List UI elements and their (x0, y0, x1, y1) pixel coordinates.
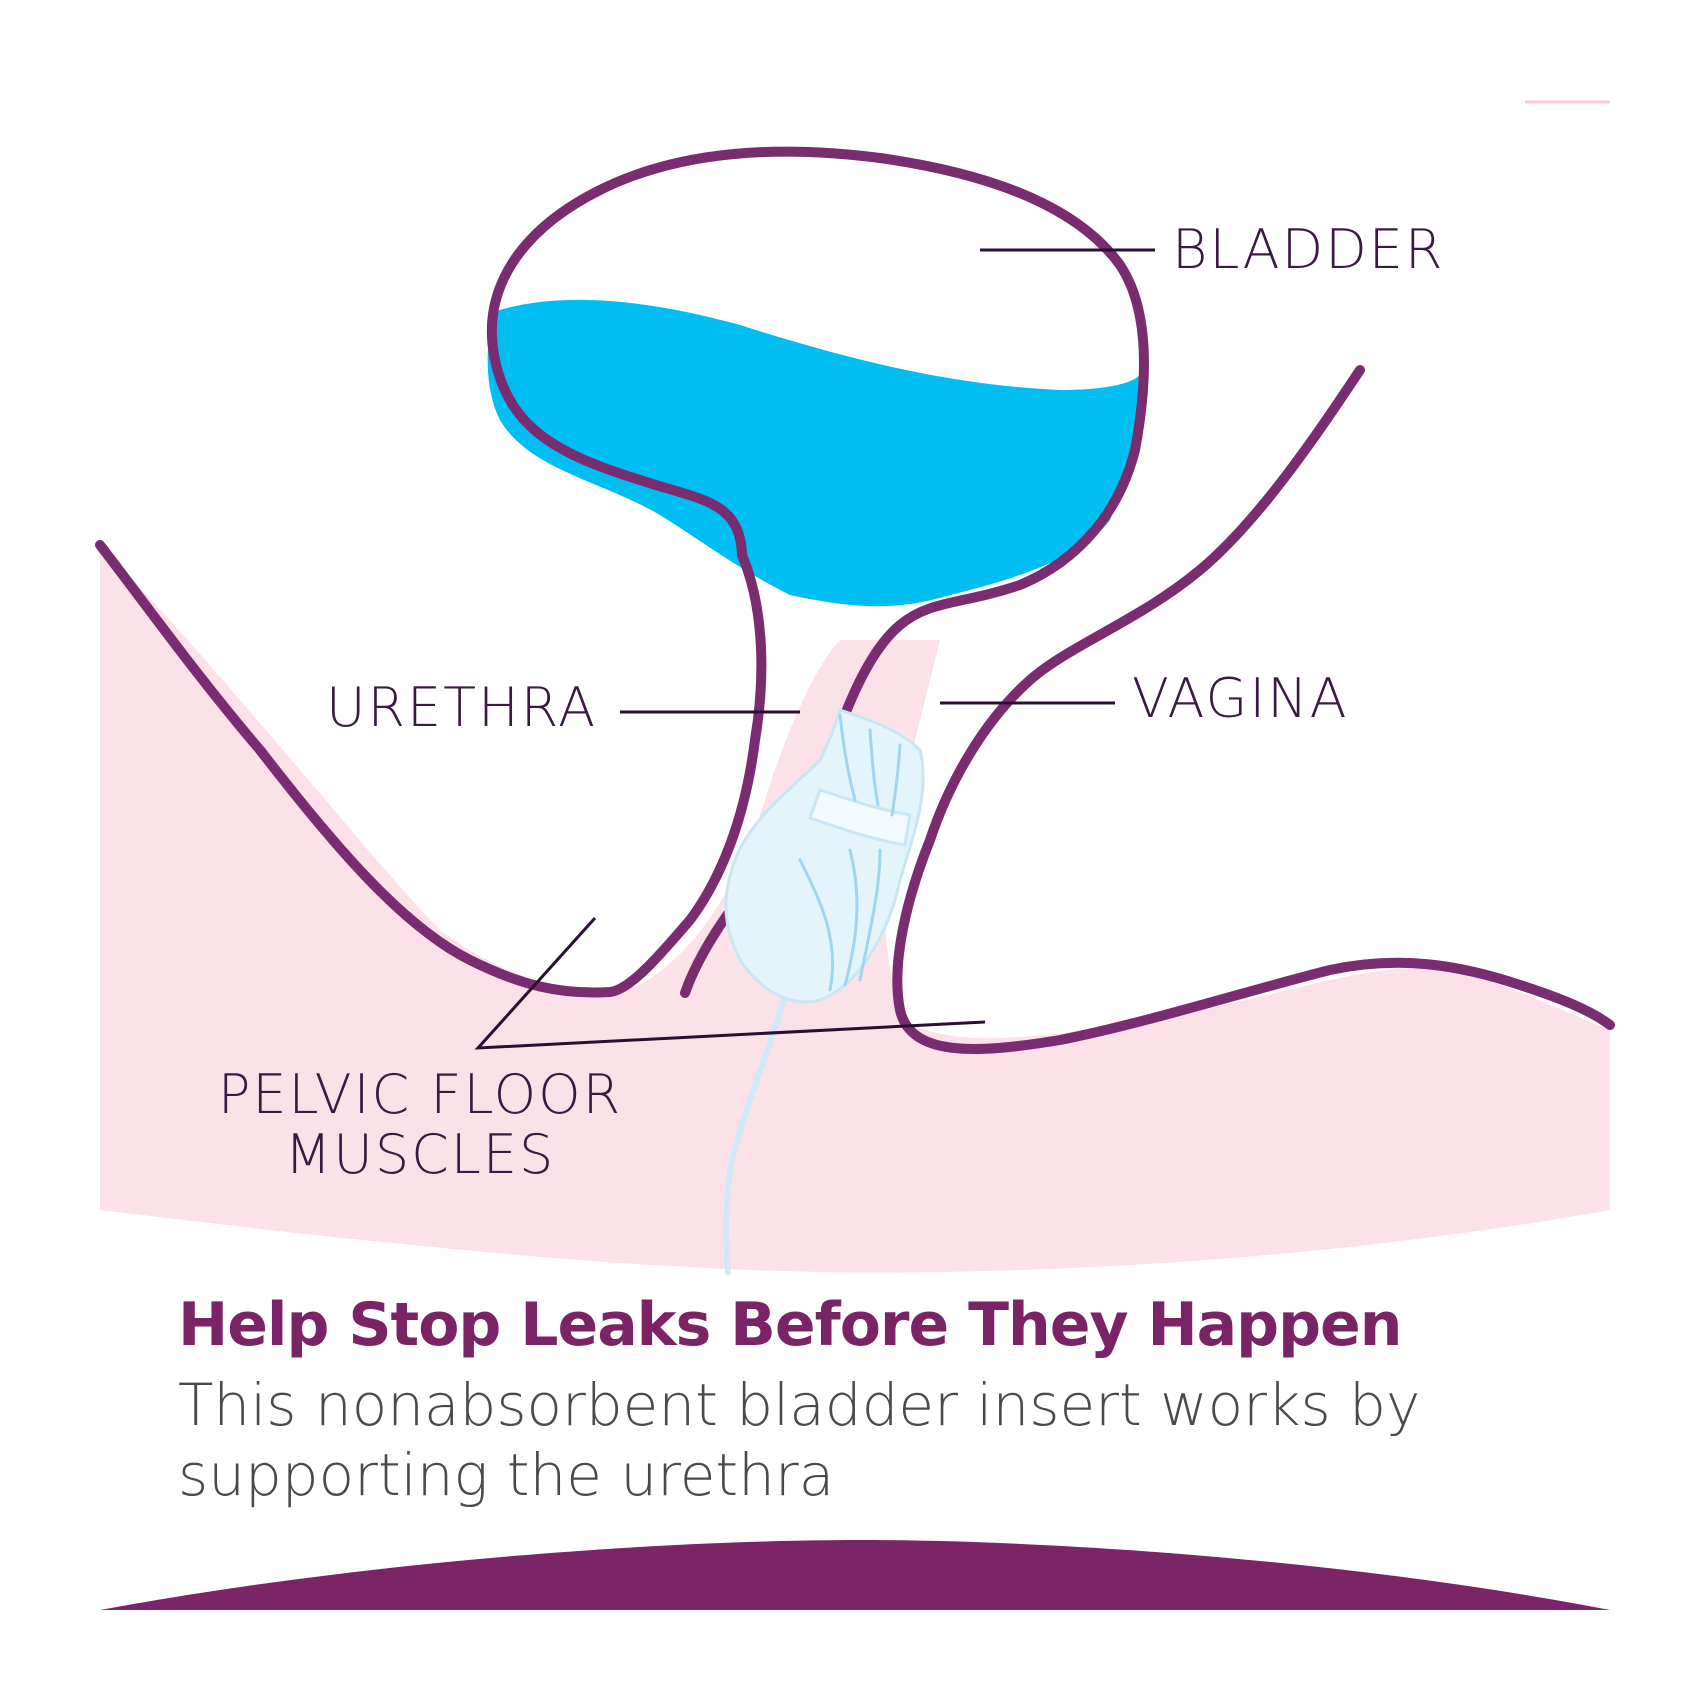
bladder-insert (723, 708, 925, 1275)
bladder-outline (486, 146, 1149, 745)
pelvic-floor-label-line-1: PELVIC FLOOR (217, 1063, 623, 1126)
urethra-label: URETHRA (326, 676, 598, 739)
headline: Help Stop Leaks Before They Happen (178, 1290, 1402, 1360)
insert-band (808, 788, 912, 847)
pelvic-floor-label-line-2: MUSCLES (284, 1123, 556, 1186)
insert-fold-lines (798, 713, 902, 992)
insert-string (723, 977, 793, 1275)
bladder-label: BLADDER (1172, 218, 1445, 281)
bladder-fluid (487, 299, 1140, 607)
vagina-outline (892, 365, 1615, 1054)
vagina-label: VAGINA (1132, 667, 1349, 730)
urethra-outline (95, 540, 767, 998)
bottom-band (100, 1540, 1610, 1610)
pelvic-floor-label: PELVIC FLOOR MUSCLES (210, 1065, 630, 1185)
description: This nonabsorbent bladder insert works b… (178, 1371, 1421, 1509)
pelvic-floor-leader (474, 916, 986, 1050)
